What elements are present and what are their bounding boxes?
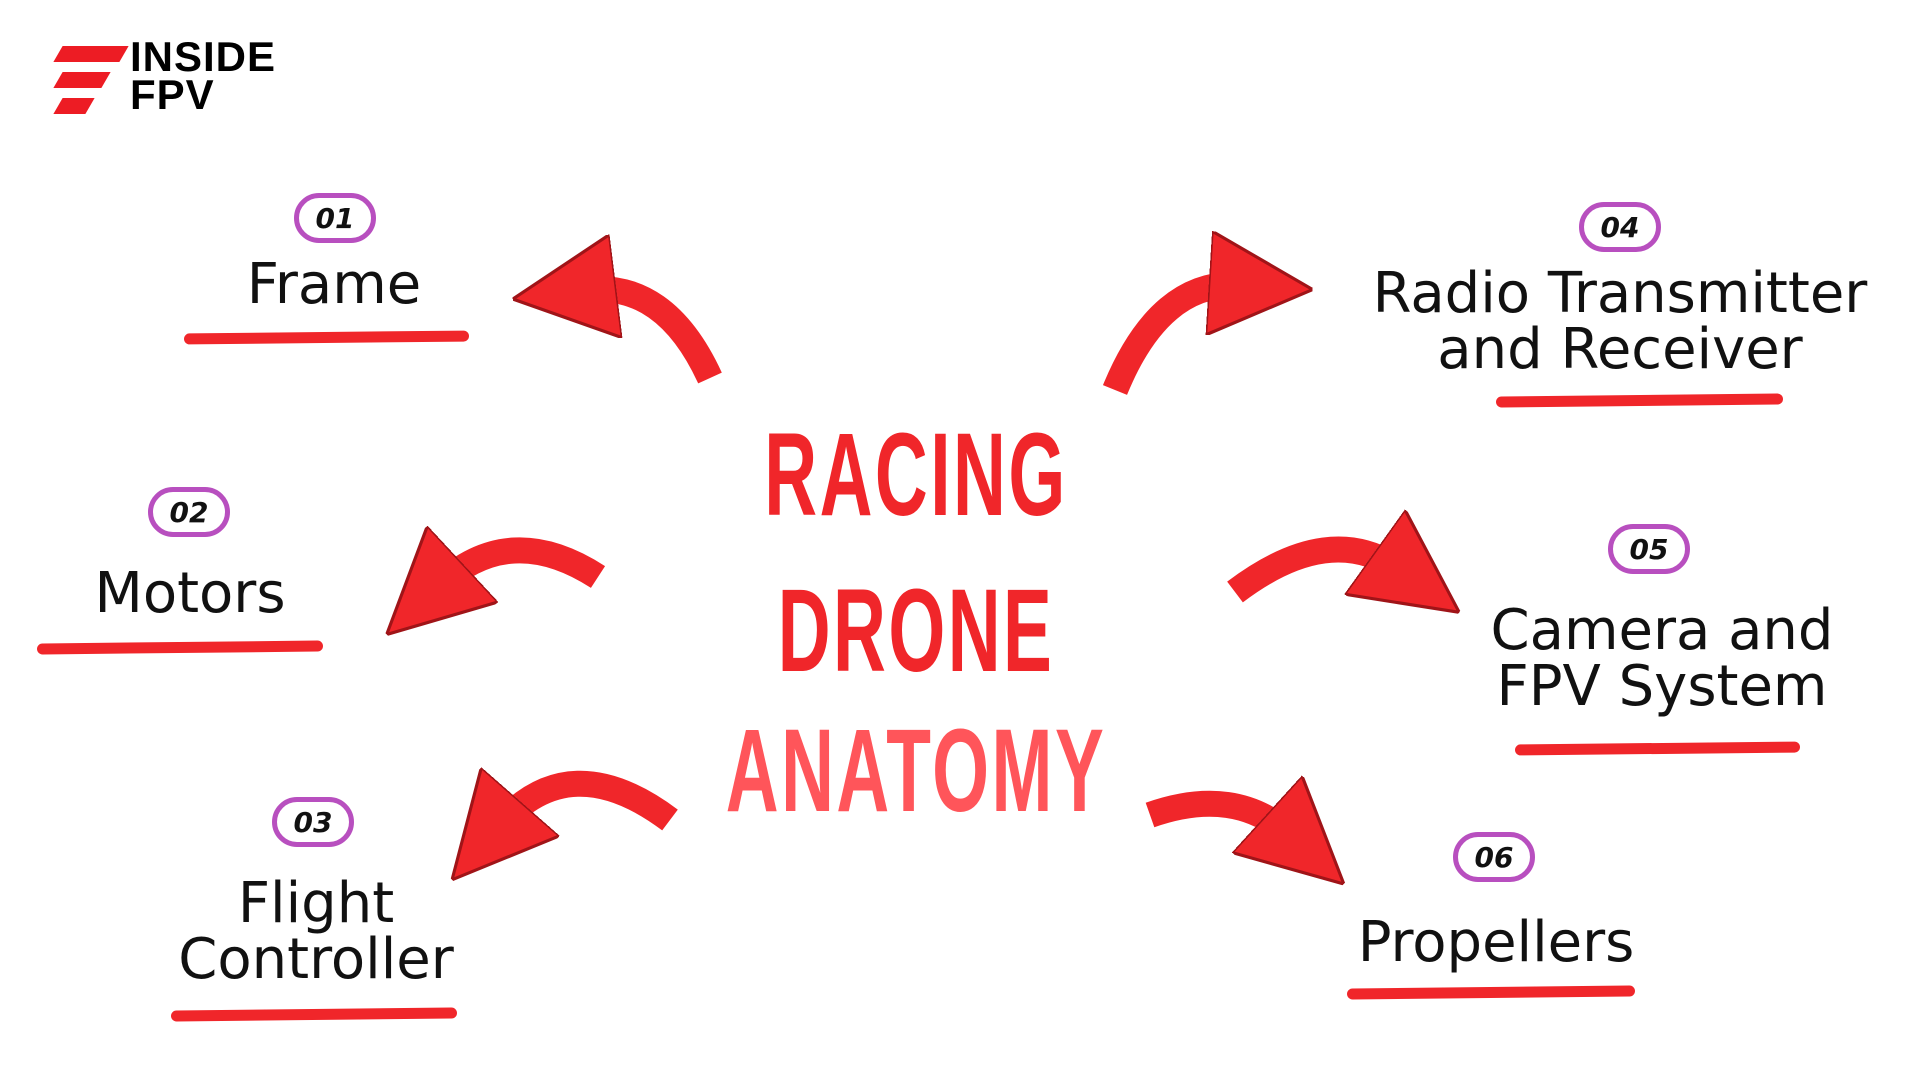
label-line: Motors <box>94 561 286 626</box>
label-camera: Camera and FPV System <box>1491 603 1834 715</box>
label-radio: Radio Transmitter and Receiver <box>1373 266 1868 378</box>
label-line: Flight <box>237 871 395 936</box>
inside-fpv-logo: INSIDE FPV <box>50 36 310 122</box>
label-propellers: Propellers <box>1358 915 1635 971</box>
curved-arrow-icon-flight-controller <box>500 784 678 825</box>
curved-arrow-icon-radio <box>1102 285 1240 395</box>
label-line: Frame <box>246 252 422 317</box>
title-line3: ANATOMY <box>725 705 1107 837</box>
badge-03: 03 <box>272 797 354 847</box>
curved-arrow-icon-camera <box>1227 550 1400 592</box>
badge-05: 05 <box>1608 524 1690 574</box>
label-frame: Frame <box>247 257 421 313</box>
label-line: Controller <box>178 927 454 992</box>
title-line1: RACING <box>764 409 1068 541</box>
badge-01: 01 <box>294 193 376 243</box>
logo-line2: FPV <box>130 71 215 118</box>
logo-text: INSIDE FPV <box>130 33 277 118</box>
badge-02: 02 <box>148 487 230 537</box>
curved-arrow-icon-frame <box>585 289 722 384</box>
badge-06: 06 <box>1453 832 1535 882</box>
label-line: Propellers <box>1357 910 1635 975</box>
label-motors: Motors <box>95 566 286 622</box>
curved-arrow-icon-motors <box>440 550 606 585</box>
title-line2: DRONE <box>777 565 1055 697</box>
label-line: FPV System <box>1496 654 1828 719</box>
curved-arrow-icon-propellers <box>1145 804 1290 835</box>
logo-line1: INSIDE <box>130 33 277 80</box>
label-line: Camera and <box>1490 598 1834 663</box>
badge-04: 04 <box>1579 202 1661 252</box>
label-flight-controller: Flight Controller <box>178 876 453 988</box>
label-line: Radio Transmitter <box>1372 261 1868 326</box>
label-line: and Receiver <box>1437 317 1803 382</box>
